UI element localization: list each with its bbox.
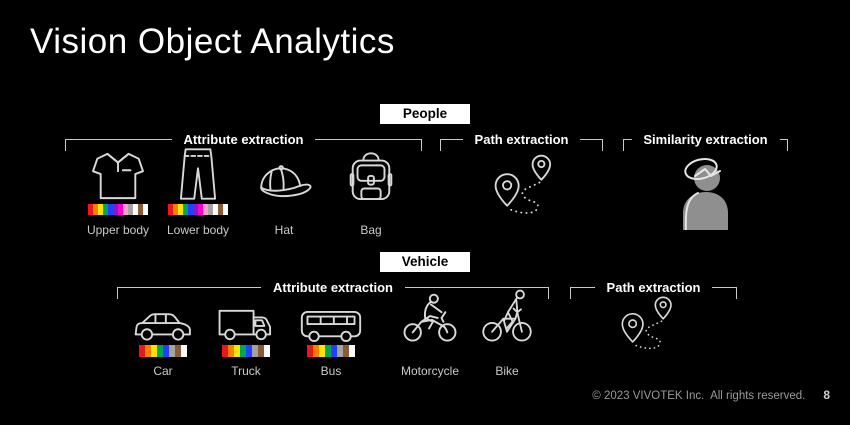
people-path-label: Path extraction	[462, 132, 581, 148]
people-attribute-label: Attribute extraction	[171, 132, 316, 148]
page-number: 8	[823, 388, 830, 402]
vehicle-attribute-bracket: Attribute extraction	[117, 280, 549, 299]
pants-icon	[179, 147, 217, 201]
item-label: Lower body	[166, 223, 230, 237]
color-strip	[88, 204, 148, 215]
bus-icon	[299, 294, 363, 342]
vehicle-item-motorcycle: Motorcycle	[384, 293, 476, 378]
car-icon	[133, 294, 193, 342]
people-similarity-bracket: Similarity extraction	[623, 132, 788, 151]
color-strip	[168, 204, 228, 215]
map-pins-route-icon	[610, 294, 680, 360]
vehicle-item-car: Car	[117, 294, 209, 378]
item-label: Bag	[360, 223, 382, 237]
motorcycle-icon	[402, 293, 458, 342]
item-label: Hat	[274, 223, 294, 237]
people-attribute-bracket: Attribute extraction	[65, 132, 422, 151]
people-item-hat: Hat	[238, 147, 330, 237]
item-label: Bus	[320, 364, 342, 378]
slide-footer: © 2023 VIVOTEK Inc. All rights reserved.…	[592, 388, 830, 402]
color-strip	[307, 345, 355, 357]
color-strip	[222, 345, 270, 357]
people-item-upper-body: Upper body	[72, 147, 164, 237]
item-label: Upper body	[86, 223, 150, 237]
map-pins-route-icon	[484, 150, 558, 228]
cap-icon	[254, 147, 314, 201]
copyright-text: © 2023 VIVOTEK Inc. All rights reserved.	[592, 390, 806, 402]
page-title: Vision Object Analytics	[30, 22, 395, 61]
vehicle-path-bracket: Path extraction	[570, 280, 737, 299]
people-similarity-label: Similarity extraction	[631, 132, 780, 148]
item-label: Motorcycle	[400, 364, 459, 378]
people-item-lower-body: Lower body	[152, 147, 244, 237]
item-label: Bike	[495, 364, 519, 378]
vehicle-item-bus: Bus	[285, 294, 377, 378]
vehicle-path-label: Path extraction	[594, 280, 713, 296]
people-path-bracket: Path extraction	[440, 132, 603, 151]
item-label: Truck	[231, 364, 261, 378]
people-item-bag: Bag	[325, 147, 417, 237]
vehicle-attribute-label: Attribute extraction	[261, 280, 405, 296]
backpack-icon	[349, 147, 393, 201]
shirt-icon	[90, 147, 146, 201]
item-label: Car	[153, 364, 173, 378]
bike-icon	[481, 289, 533, 342]
vehicle-item-bike: Bike	[461, 289, 553, 378]
vehicle-section-badge: Vehicle	[380, 252, 470, 272]
vehicle-item-truck: Truck	[200, 294, 292, 378]
person-mask-icon	[670, 156, 740, 230]
color-strip	[139, 345, 187, 357]
truck-icon	[217, 294, 275, 342]
people-section-badge: People	[380, 104, 470, 124]
